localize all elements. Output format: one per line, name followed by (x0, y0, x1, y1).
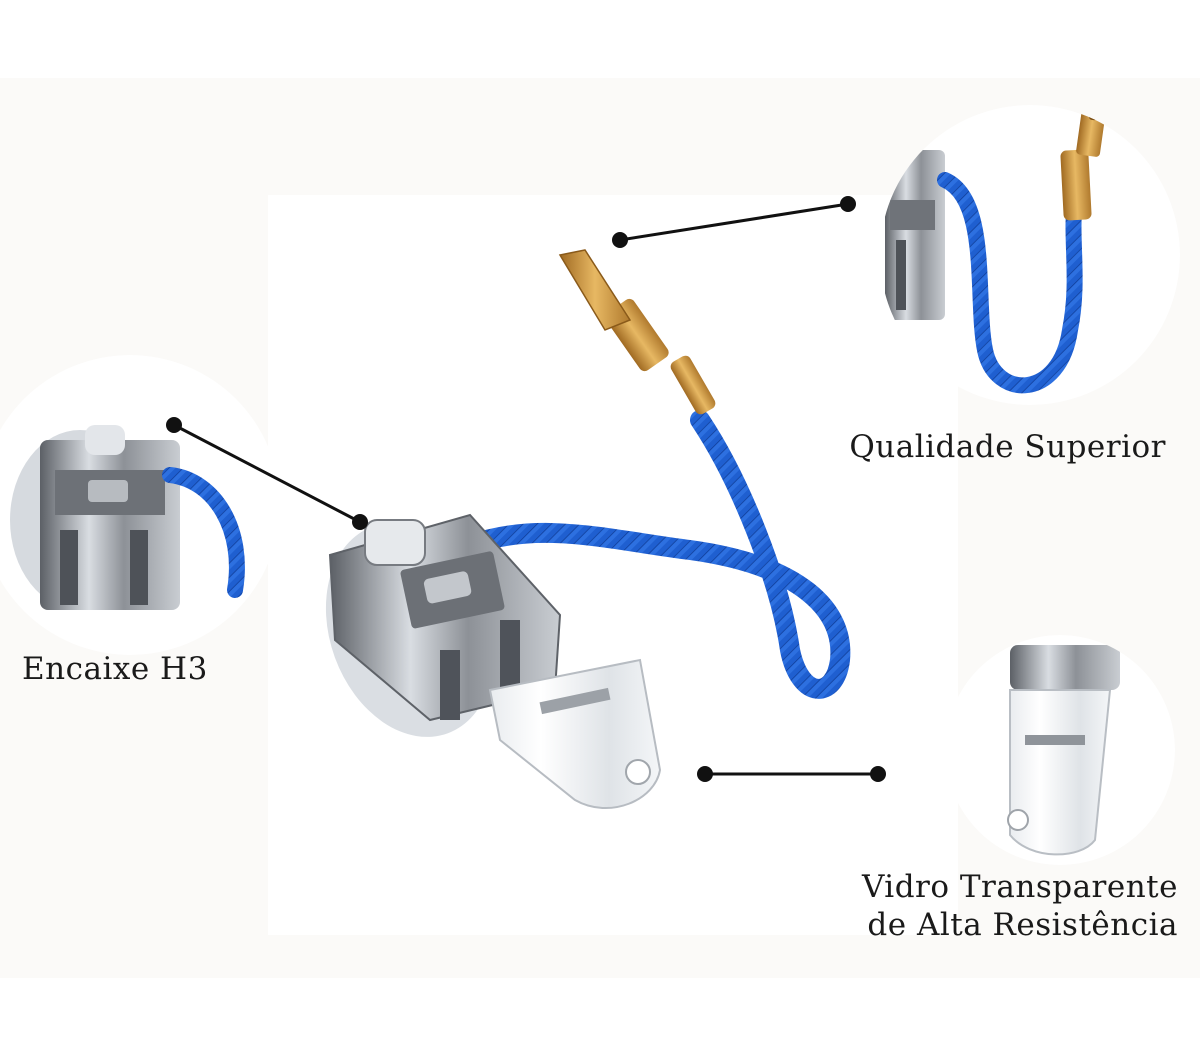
callout-dot-icon (352, 514, 368, 530)
label-vidro-transparente: Vidro Transparente de Alta Resistência (862, 868, 1178, 944)
zoom-circle-image (880, 105, 1180, 405)
label-vidro-line2: de Alta Resistência (867, 907, 1178, 943)
zoom-circle-image (0, 355, 280, 655)
callout-dot-icon (840, 196, 856, 212)
callout-vidro (697, 766, 886, 782)
callout-encaixe (166, 417, 368, 530)
callout-dot-icon (612, 232, 628, 248)
zoom-circle-image (945, 635, 1175, 865)
callout-dot-icon (166, 417, 182, 433)
label-vidro-line1: Vidro Transparente (861, 869, 1178, 905)
callout-dot-icon (697, 766, 713, 782)
callout-dot-icon (870, 766, 886, 782)
label-qualidade-superior: Qualidade Superior (849, 429, 1166, 465)
callout-qualidade (612, 196, 856, 248)
h3-bulb-image (325, 249, 851, 810)
label-encaixe-h3: Encaixe H3 (22, 651, 208, 687)
